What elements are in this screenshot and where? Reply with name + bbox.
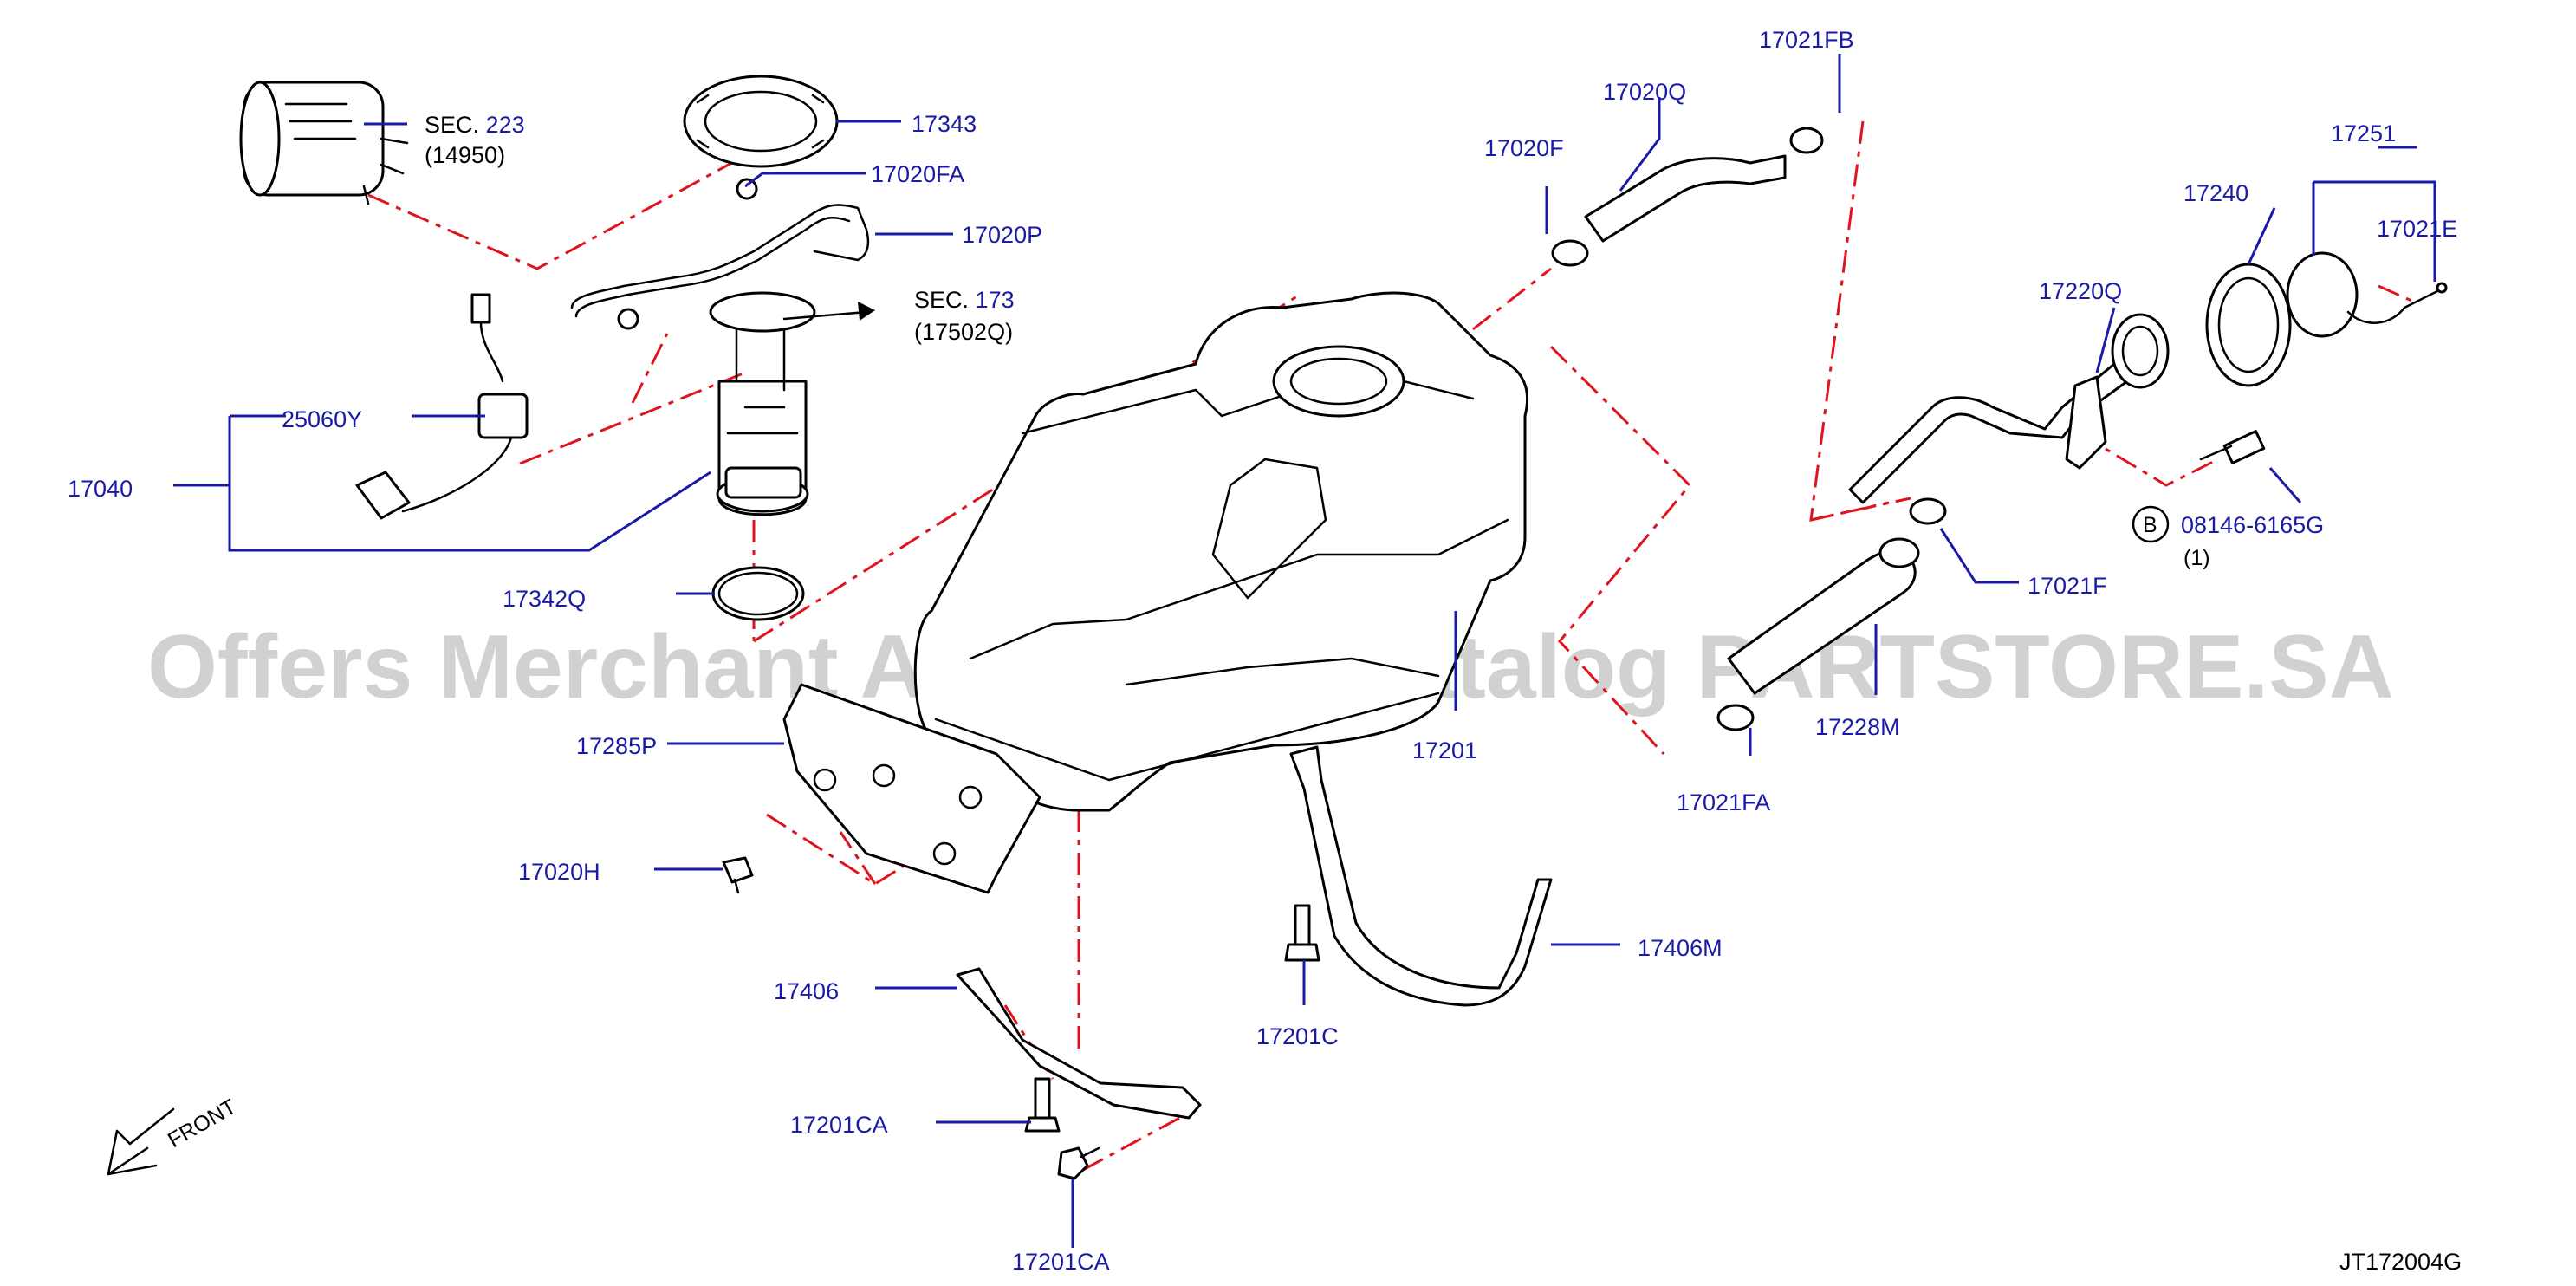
label-17201c: 17201C (1256, 1023, 1339, 1049)
label-17021f: 17021F (2028, 573, 2107, 599)
label-08146-6165g: 08146-6165G (2181, 512, 2324, 538)
label-17021e: 17021E (2377, 216, 2457, 242)
heat-shield (782, 683, 1041, 894)
clip-17020h (722, 856, 754, 894)
bolt-17201ca-2 (1057, 1146, 1100, 1180)
label-25060y: 25060Y (282, 406, 362, 432)
hose-clamp-17021fa (1716, 704, 1755, 731)
sec223-num: 223 (486, 112, 525, 138)
label-17020q: 17020Q (1603, 79, 1686, 105)
label-17228m: 17228M (1815, 714, 1900, 740)
label-17406: 17406 (774, 978, 839, 1004)
vapor-hose (1551, 127, 1824, 267)
front-arrow-icon (107, 1107, 175, 1176)
sec173-arrow (782, 302, 875, 321)
fuel-tank (913, 291, 1529, 812)
bolt-b-letter: B (2143, 513, 2157, 537)
drawing-code: JT172004G (2339, 1249, 2462, 1275)
label-17343: 17343 (912, 111, 977, 137)
filler-tube (1848, 313, 2170, 504)
bolt-17201c (1284, 904, 1320, 962)
label-17251: 17251 (2331, 120, 2396, 146)
svg-text:SEC. 223: SEC. 223 (425, 112, 525, 138)
tank-band-17406 (956, 967, 1202, 1120)
bolt-b-circle (2132, 505, 2170, 543)
label-bolt-qty: (1) (2183, 546, 2210, 570)
leader-lines (173, 54, 2436, 1248)
label-17201ca-2: 17201CA (1012, 1249, 1110, 1275)
vapor-tube (570, 178, 870, 330)
sec173-sub: (17502Q) (914, 319, 1013, 345)
filler-cap (2286, 251, 2448, 338)
label-17020f: 17020F (1484, 135, 1564, 161)
label-17020h: 17020H (518, 859, 600, 885)
label-17040: 17040 (68, 476, 133, 502)
tank-band-17406m (1289, 745, 1553, 1007)
bolt-17201ca-1 (1024, 1077, 1061, 1133)
filler-hose (1727, 537, 1920, 695)
hose-clamp-17021f (1909, 497, 1947, 525)
label-17220q: 17220Q (2039, 278, 2122, 304)
label-17201ca-1: 17201CA (790, 1112, 888, 1138)
label-17285p: 17285P (576, 733, 657, 759)
fuel-pump-module (709, 291, 816, 516)
sec223-sub: (14950) (425, 142, 505, 168)
bolt-08146 (2199, 430, 2266, 464)
label-17020fa-top: 17020FA (871, 161, 964, 187)
o-ring (711, 566, 805, 621)
sec173-sec: SEC. (914, 287, 969, 313)
label-17201: 17201 (1412, 737, 1477, 763)
lock-ring (683, 75, 839, 168)
front-label: FRONT (164, 1094, 241, 1153)
filler-seal (2205, 263, 2292, 387)
label-17020p: 17020P (962, 222, 1042, 248)
sec223-sec: SEC. (425, 112, 479, 138)
sec173-num: 173 (976, 287, 1015, 313)
label-17021fb: 17021FB (1759, 27, 1854, 53)
evap-canister (239, 81, 409, 205)
label-17406m: 17406M (1638, 935, 1723, 961)
label-17021fa: 17021FA (1677, 789, 1770, 815)
label-17342q: 17342Q (503, 586, 586, 612)
svg-text:SEC. 173: SEC. 173 (914, 287, 1015, 313)
fuel-level-sender (355, 293, 529, 520)
label-17240: 17240 (2183, 180, 2248, 206)
